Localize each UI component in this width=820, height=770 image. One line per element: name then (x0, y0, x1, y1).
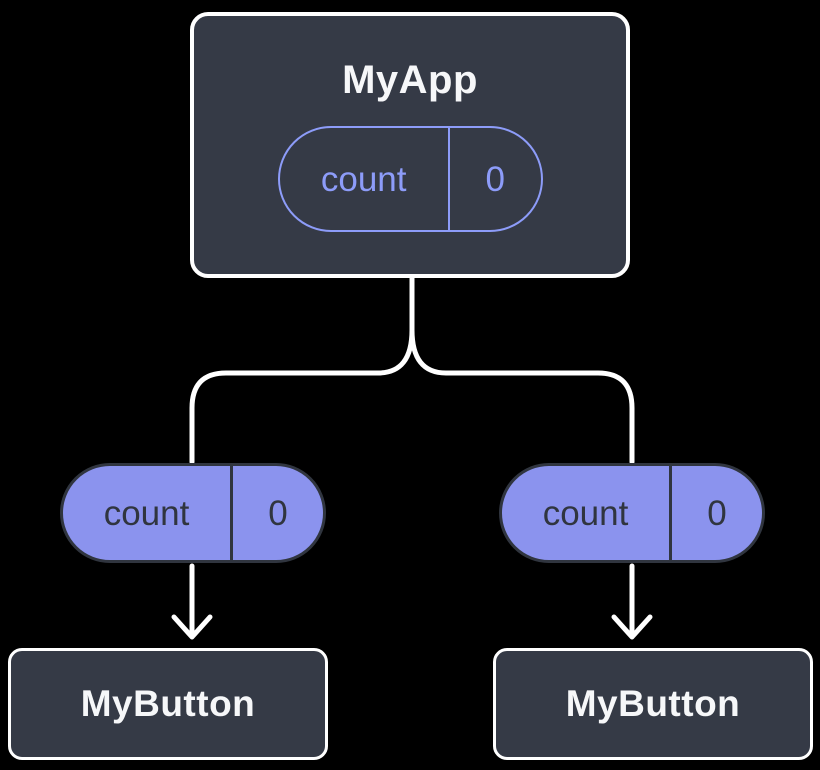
node-myapp: MyApp count 0 (190, 12, 630, 278)
prop-pill-left: count 0 (60, 463, 326, 563)
fork-connector-left (189, 274, 415, 465)
state-pill-value: 0 (485, 159, 505, 199)
down-arrow-icon (171, 563, 213, 640)
down-arrow-icon (611, 563, 653, 640)
node-label: MyApp (342, 58, 478, 102)
node-label: MyButton (565, 682, 741, 724)
prop-pill-name: count (502, 466, 673, 560)
node-mybutton-right: MyButton (493, 648, 813, 760)
node-label: MyButton (80, 682, 256, 724)
prop-pill-value: 0 (268, 493, 288, 533)
state-pill: count 0 (277, 126, 543, 232)
prop-pill-name: count (63, 466, 234, 560)
prop-pill-right: count 0 (499, 463, 765, 563)
state-pill-name: count (280, 128, 450, 230)
node-mybutton-left: MyButton (8, 648, 328, 760)
prop-pill-value: 0 (707, 493, 727, 533)
fork-connector-right (409, 274, 635, 465)
